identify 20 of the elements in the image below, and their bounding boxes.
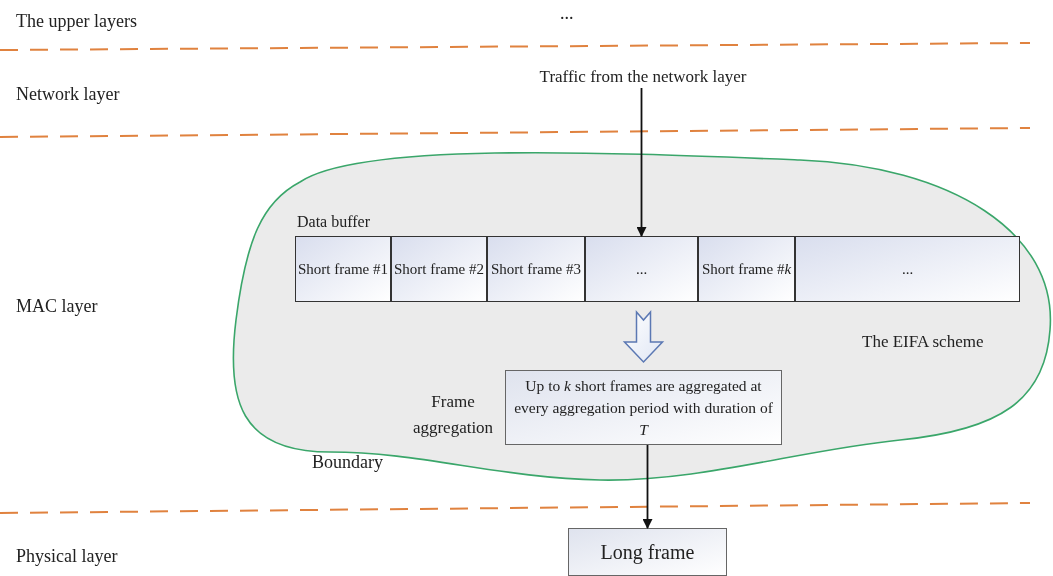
frame-cell: Short frame #3 (487, 236, 585, 302)
boundary-label: Boundary (312, 451, 383, 474)
frame-cell: Short frame #k (698, 236, 795, 302)
frame-cell: Short frame #2 (391, 236, 487, 302)
buffer-label: Data buffer (297, 212, 370, 232)
layer-label: Network layer (16, 83, 120, 106)
scheme-label: The EIFA scheme (862, 331, 984, 353)
traffic-text: Traffic from the network layer (539, 67, 747, 86)
frame-cell: ... (585, 236, 698, 302)
side-label: Frame aggregation (411, 391, 495, 439)
layer-label: Physical layer (16, 545, 118, 568)
frame-cell: ... (795, 236, 1020, 302)
layer-label: MAC layer (16, 295, 98, 318)
frame-cell: Short frame #1 (295, 236, 391, 302)
layer-label: The upper layers (16, 10, 137, 33)
hollow-arrow (622, 310, 665, 364)
arrow (636, 87, 647, 237)
ellipsis-label: ... (560, 2, 574, 25)
long-frame-box: Long frame (568, 528, 727, 576)
arrow (642, 444, 653, 529)
